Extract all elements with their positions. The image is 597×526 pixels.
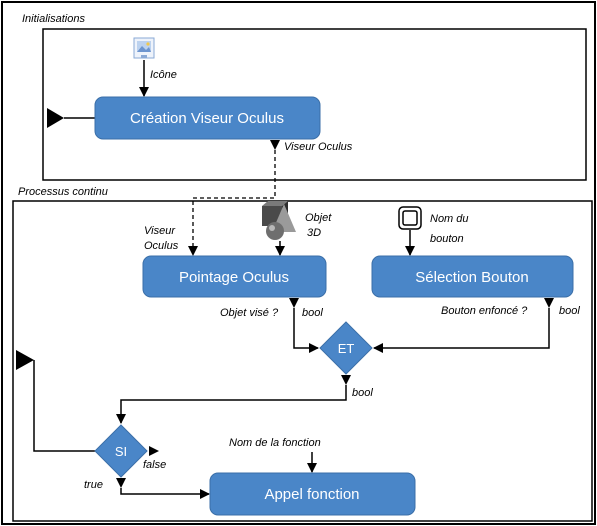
node-et-gate[interactable] [319, 321, 373, 375]
node-creation-label: Création Viseur Oculus [130, 110, 284, 127]
entry-triangle-process [16, 350, 34, 370]
node-pointage-oculus[interactable] [142, 255, 327, 298]
output-marker-selection [544, 298, 554, 308]
label-bouton-enfonce: Bouton enfoncé ? [441, 305, 528, 317]
section-title-init: Initialisations [22, 13, 85, 25]
output-marker-true [116, 478, 126, 488]
node-selection-label: Sélection Bouton [415, 269, 528, 286]
label-icone: Icône [150, 69, 177, 81]
loop-line [33, 360, 95, 452]
entry-triangle-init [47, 108, 64, 128]
connector-et-si [116, 385, 347, 424]
label-nom-fonction: Nom de la fonction [229, 437, 321, 449]
3d-shapes-icon [262, 201, 296, 240]
node-si-label: SI [115, 444, 127, 459]
button-icon [398, 206, 422, 230]
connector-si-appel [120, 488, 210, 499]
label-true: true [84, 479, 103, 491]
image-icon [133, 37, 155, 59]
connector-selection-et [373, 308, 550, 353]
node-si-gate[interactable] [94, 424, 148, 478]
node-pointage-label: Pointage Oculus [179, 269, 289, 286]
label-nom-bouton-2: bouton [430, 233, 464, 245]
label-bool-et: bool [352, 387, 373, 399]
label-viseur-in-2: Oculus [144, 240, 179, 252]
label-nom-bouton-1: Nom du [430, 213, 469, 225]
label-bool-selection: bool [559, 305, 580, 317]
section-init [42, 28, 587, 181]
label-viseur-out: Viseur Oculus [284, 141, 353, 153]
output-marker-pointage [289, 298, 299, 308]
label-viseur-in-1: Viseur [144, 225, 176, 237]
label-bool-pointage: bool [302, 307, 323, 319]
section-title-process: Processus continu [18, 186, 108, 198]
dashed-viseur-link [188, 150, 276, 256]
node-selection-bouton[interactable] [371, 255, 574, 298]
node-appel-label: Appel fonction [264, 486, 359, 503]
node-et-label: ET [338, 341, 355, 356]
node-creation-viseur[interactable] [94, 96, 321, 140]
output-marker-et [341, 375, 351, 385]
label-objet3d-1: Objet [305, 212, 332, 224]
label-objet3d-2: 3D [307, 227, 321, 239]
output-marker-creation [270, 140, 280, 150]
output-marker-false [149, 446, 159, 456]
section-process [12, 200, 593, 522]
label-objet-vise: Objet visé ? [220, 307, 279, 319]
connector-pointage-et [293, 308, 319, 353]
node-appel-fonction[interactable] [209, 472, 416, 516]
label-false: false [143, 459, 166, 471]
